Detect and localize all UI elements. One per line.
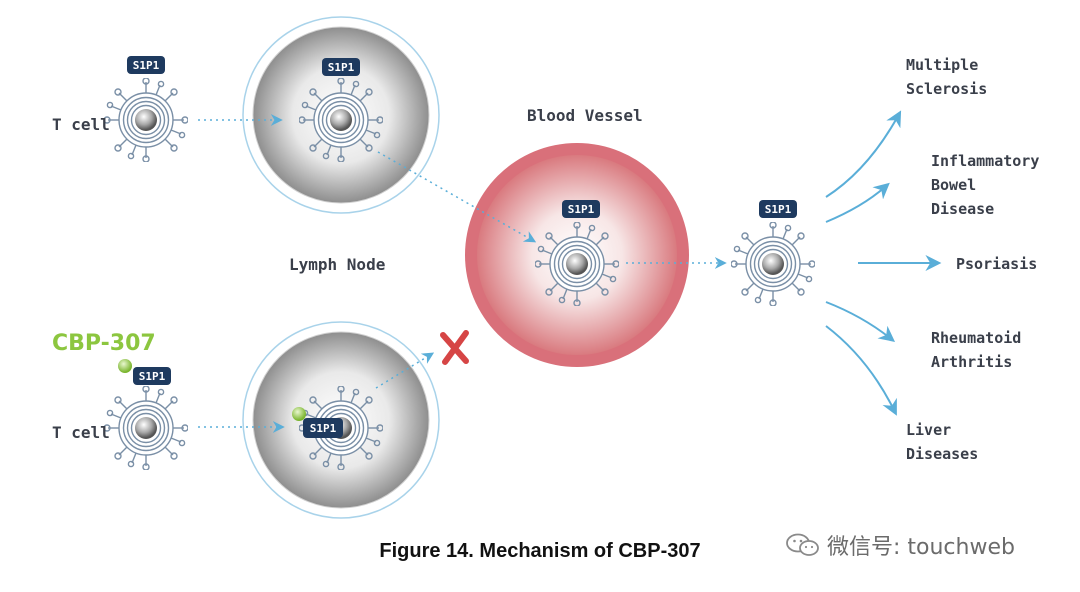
svg-text:S1P1: S1P1 <box>568 203 595 216</box>
drug-molecule-bound <box>292 407 306 421</box>
arrow-liver <box>825 325 897 416</box>
connectors <box>198 114 727 433</box>
svg-text:S1P1: S1P1 <box>139 370 166 383</box>
arrow-multiple-sclerosis <box>825 110 902 198</box>
disease-inflammatory-bowel: Inflammatory Bowel Disease <box>931 152 1039 218</box>
figure-caption: Figure 14. Mechanism of CBP-307 <box>379 540 701 562</box>
t-cell-label-bottom: T cell <box>52 423 110 442</box>
blood-vessel-label: Blood Vessel <box>527 106 643 125</box>
watermark: 微信号: touchweb <box>785 532 1015 560</box>
s1p1-badge-node-bottom: S1P1 <box>303 418 343 438</box>
drug-molecule-free <box>118 359 132 373</box>
arrow-ibd <box>825 182 890 223</box>
svg-text:Inflammatory: Inflammatory <box>931 152 1039 170</box>
lymph-node-label: Lymph Node <box>289 255 385 274</box>
disease-rheumatoid-arthritis: Rheumatoid Arthritis <box>931 329 1021 371</box>
svg-text:Arthritis: Arthritis <box>931 353 1012 371</box>
arrow-rheumatoid <box>825 301 896 342</box>
svg-text:Liver: Liver <box>906 421 951 439</box>
t-cell-bottom <box>104 386 188 470</box>
drug-label: CBP-307 <box>52 331 156 356</box>
svg-text:S1P1: S1P1 <box>133 59 160 72</box>
s1p1-badge-tcell-bottom: S1P1 <box>133 367 171 385</box>
x-block-icon <box>440 330 469 365</box>
wechat-icon <box>786 533 819 556</box>
disease-multiple-sclerosis: Multiple Sclerosis <box>906 56 987 98</box>
t-cell-top <box>104 78 188 162</box>
svg-text:Multiple: Multiple <box>906 56 978 74</box>
s1p1-badge-vessel: S1P1 <box>562 200 600 218</box>
disease-liver: Liver Diseases <box>906 421 978 463</box>
watermark-text: 微信号: touchweb <box>827 535 1015 560</box>
disease-arrows <box>825 110 942 416</box>
svg-text:Rheumatoid: Rheumatoid <box>931 329 1021 347</box>
s1p1-badge-node-top: S1P1 <box>322 58 360 76</box>
svg-text:S1P1: S1P1 <box>328 61 355 74</box>
svg-text:Diseases: Diseases <box>906 445 978 463</box>
svg-text:Bowel: Bowel <box>931 176 976 194</box>
disease-psoriasis: Psoriasis <box>956 255 1037 273</box>
svg-text:Sclerosis: Sclerosis <box>906 80 987 98</box>
s1p1-badge-tcell-top: S1P1 <box>127 56 165 74</box>
t-cell-released <box>731 222 815 306</box>
svg-text:S1P1: S1P1 <box>765 203 792 216</box>
svg-text:Disease: Disease <box>931 200 994 218</box>
t-cell-label-top: T cell <box>52 115 110 134</box>
svg-text:S1P1: S1P1 <box>310 422 337 435</box>
s1p1-badge-released: S1P1 <box>759 200 797 218</box>
arrow-node-bottom-out <box>375 352 435 389</box>
svg-text:Psoriasis: Psoriasis <box>956 255 1037 273</box>
